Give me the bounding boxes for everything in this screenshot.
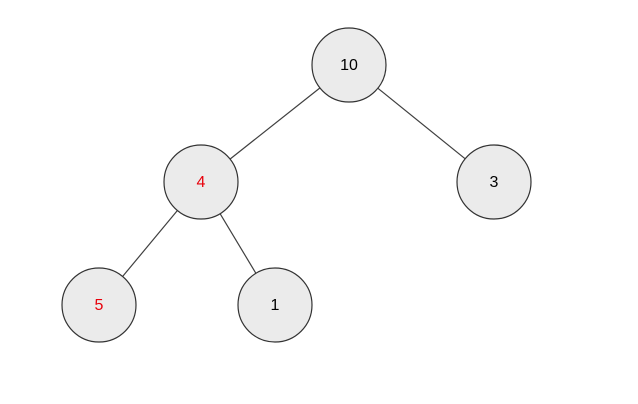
tree-node-label: 3 bbox=[490, 174, 499, 191]
tree-edges bbox=[122, 87, 466, 277]
tree-node-label: 1 bbox=[271, 297, 280, 314]
tree-edge-n4-n1 bbox=[219, 213, 257, 274]
tree-edge-n4-n5 bbox=[122, 210, 178, 277]
tree-node: 3 bbox=[456, 144, 532, 220]
tree-nodes: 10 4 3 5 1 bbox=[61, 27, 532, 343]
tree-node-circle bbox=[237, 267, 313, 343]
tree-node-label: 4 bbox=[197, 174, 206, 191]
tree-edge-n10-n4 bbox=[229, 87, 321, 160]
tree-node: 5 bbox=[61, 267, 137, 343]
tree-node-circle bbox=[311, 27, 387, 103]
tree-node-label: 10 bbox=[340, 57, 358, 74]
tree-node: 10 bbox=[311, 27, 387, 103]
tree-node-label: 5 bbox=[95, 297, 104, 314]
tree-node: 1 bbox=[237, 267, 313, 343]
tree-node: 4 bbox=[163, 144, 239, 220]
tree-edge-n10-n3 bbox=[377, 87, 466, 160]
tree-node-circle bbox=[61, 267, 137, 343]
tree-node-circle bbox=[163, 144, 239, 220]
tree-node-circle bbox=[456, 144, 532, 220]
